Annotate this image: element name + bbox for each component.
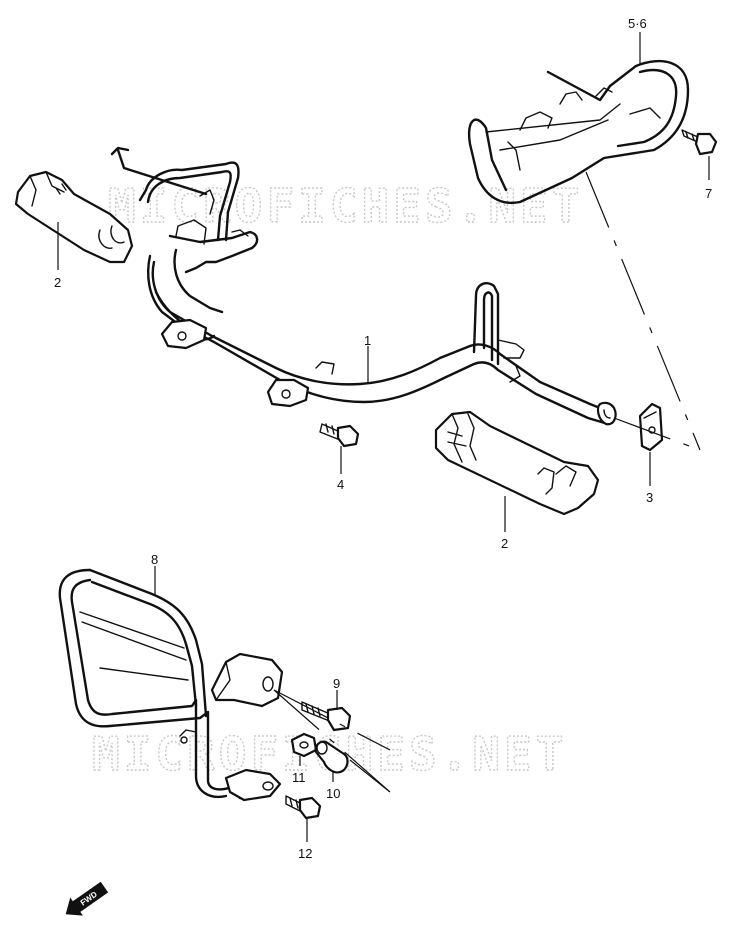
callout-2-left: 2: [54, 275, 61, 290]
callout-5-6: 5·6: [628, 16, 647, 31]
callout-labels: 5·6 7 2 1 4 3 2 8 9 11 10 12: [54, 16, 712, 861]
callout-2-right: 2: [501, 536, 508, 551]
part-nut-11: [290, 732, 318, 758]
callout-3: 3: [646, 490, 653, 505]
callout-7: 7: [705, 186, 712, 201]
part-bolt-7: [681, 129, 718, 156]
part-bolt-4: [319, 423, 360, 448]
leader-lines: [57, 32, 710, 842]
callout-8: 8: [151, 552, 158, 567]
callout-9: 9: [333, 676, 340, 691]
callout-1: 1: [364, 333, 371, 348]
part-bolt-9: [301, 701, 352, 732]
part-footrest-pad-left: [14, 170, 134, 264]
part-guard-bar-lower: [58, 568, 284, 802]
callout-4: 4: [337, 477, 344, 492]
part-spacer-10: [314, 740, 349, 774]
part-guard-bar-upper: [467, 59, 690, 205]
part-bolt-12: [285, 795, 322, 820]
callout-10: 10: [326, 786, 340, 801]
part-main-frame: [110, 146, 617, 426]
part-clip-3: [638, 402, 664, 452]
part-footrest-pad-right: [434, 410, 600, 516]
callout-11: 11: [292, 770, 306, 785]
callout-12: 12: [298, 846, 312, 861]
fwd-arrow: FWD: [65, 881, 109, 916]
